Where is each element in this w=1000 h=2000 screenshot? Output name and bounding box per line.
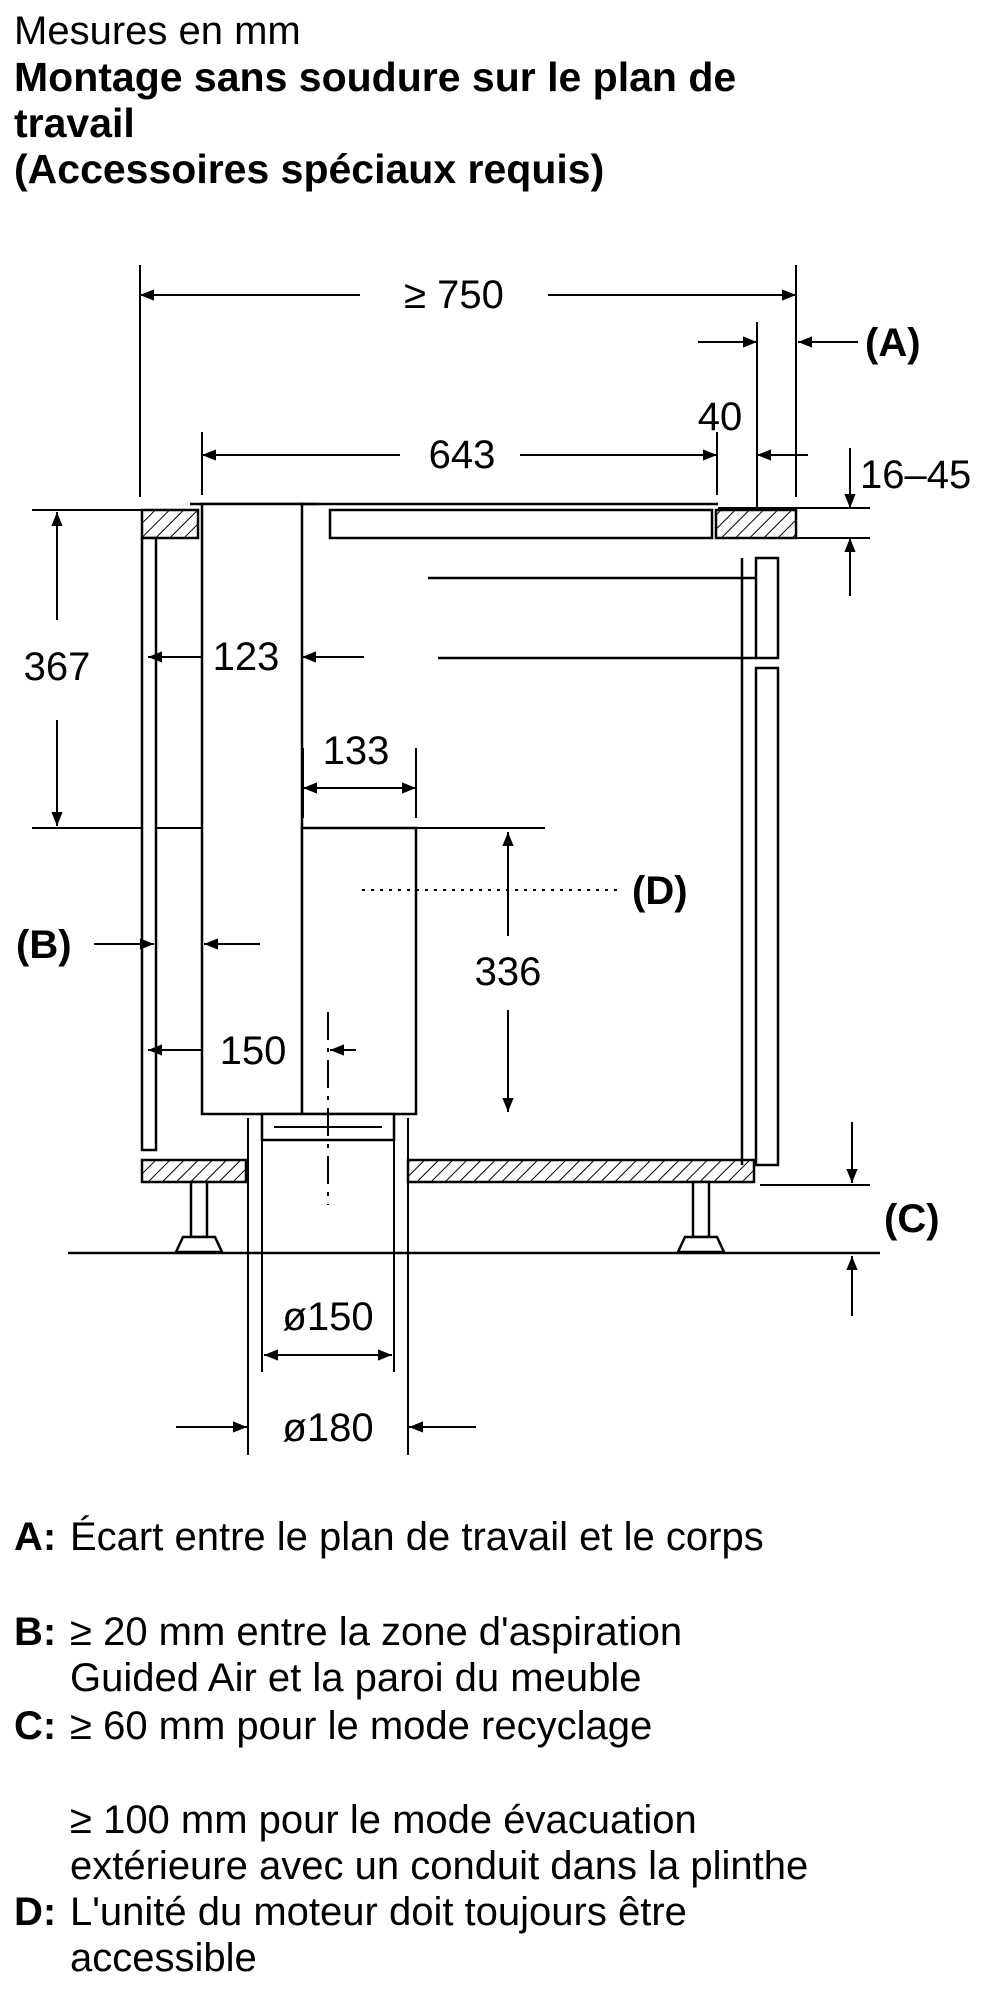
marker-d: (D) xyxy=(362,869,688,913)
legend-text: extérieure avec un conduit dans la plint… xyxy=(70,1844,809,1888)
legend-letter: B: xyxy=(14,1610,57,1654)
dim-336-label: 336 xyxy=(475,950,542,994)
page-title-line-3: (Accessoires spéciaux requis) xyxy=(14,146,605,192)
dim-16-45: 16–45 xyxy=(844,448,971,596)
legend-text: ≥ 20 mm entre la zone d'aspiration xyxy=(70,1610,683,1654)
cabinet-body xyxy=(140,536,780,1167)
marker-a-label: (A) xyxy=(865,321,921,365)
marker-c: (C) xyxy=(846,1122,940,1316)
dim-123: 123 xyxy=(148,635,364,679)
page-title-line-1: Montage sans soudure sur le plan de xyxy=(14,54,737,100)
marker-a: (A) xyxy=(698,321,921,365)
dim-643: 643 xyxy=(202,433,717,477)
legend-text: Écart entre le plan de travail et le cor… xyxy=(70,1515,764,1559)
dim-40: 40 xyxy=(698,395,808,461)
motor-unit xyxy=(260,826,418,1205)
legend-letter: A: xyxy=(14,1515,57,1559)
legend-text: Guided Air et la paroi du meuble xyxy=(70,1656,642,1700)
cabinet-legs xyxy=(174,1180,726,1254)
dim-150: 150 xyxy=(148,1029,356,1073)
installation-diagram: ≥ 750 (A) 40 643 16–45 367 xyxy=(16,265,971,1455)
marker-d-label: (D) xyxy=(632,869,688,913)
legend-text: L'unité du moteur doit toujours être xyxy=(70,1890,687,1934)
worktop xyxy=(140,508,798,540)
legend-text: accessible xyxy=(70,1936,257,1980)
legend-c: C: ≥ 60 mm pour le mode recyclage xyxy=(14,1703,970,1749)
extraction-duct xyxy=(200,502,304,1116)
legend-letter: C: xyxy=(14,1704,57,1748)
dim-133-label: 133 xyxy=(323,729,390,773)
dim-750: ≥ 750 xyxy=(140,273,796,317)
dim-16-45-label: 16–45 xyxy=(860,453,971,497)
page-subtitle: Mesures en mm xyxy=(14,9,301,53)
legend-text: ≥ 100 mm pour le mode évacuation xyxy=(70,1798,697,1842)
dim-o150-label: ø150 xyxy=(282,1295,373,1339)
marker-c-label: (C) xyxy=(884,1197,940,1241)
dim-o150: ø150 xyxy=(264,1295,392,1361)
legend-a: A: Écart entre le plan de travail et le c… xyxy=(14,1514,970,1560)
dim-o180-label: ø180 xyxy=(282,1406,373,1450)
dim-123-label: 123 xyxy=(213,635,280,679)
legend-letter: D: xyxy=(14,1890,57,1934)
hob xyxy=(190,502,718,540)
dim-133: 133 xyxy=(303,729,416,794)
page-title-line-2: travail xyxy=(14,100,135,146)
dim-367-label: 367 xyxy=(24,645,91,689)
dim-150-label: 150 xyxy=(220,1029,287,1073)
header: Mesures en mm Montage sans soudure sur l… xyxy=(14,8,984,192)
legend-text: ≥ 60 mm pour le mode recyclage xyxy=(70,1704,653,1748)
dim-o180: ø180 xyxy=(176,1406,476,1450)
bottom-panel xyxy=(140,1158,756,1184)
marker-b-label: (B) xyxy=(16,923,72,967)
dim-367: 367 xyxy=(24,512,91,826)
dim-750-label: ≥ 750 xyxy=(404,273,504,317)
dim-336: 336 xyxy=(475,832,542,1112)
marker-b: (B) xyxy=(16,923,260,967)
dim-40-label: 40 xyxy=(698,395,743,439)
dim-643-label: 643 xyxy=(429,433,496,477)
